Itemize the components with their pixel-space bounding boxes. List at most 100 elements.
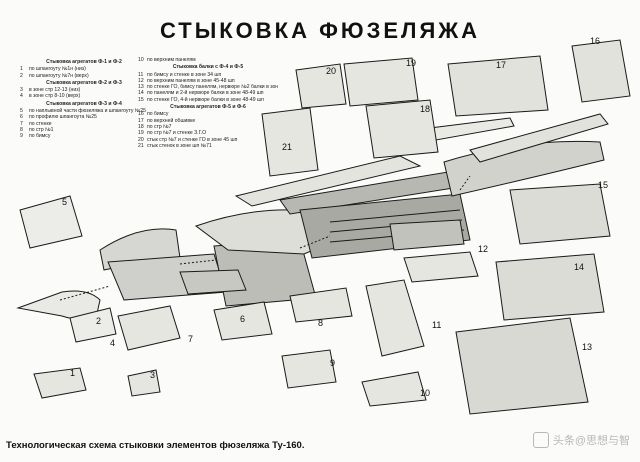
- callout-number: 8: [318, 318, 323, 328]
- legend-item-text: по верхней обшивке: [147, 117, 196, 124]
- assembly-detail-5: [19, 195, 83, 249]
- legend-item-text: по наплывной части фюзеляжа и шпангоуту …: [29, 108, 146, 115]
- legend-item-text: в зоне стр 12-13 (низ): [29, 87, 81, 94]
- legend-item-text: в зоне стр 8-10 (верх): [29, 93, 81, 100]
- callout-number: 6: [240, 314, 245, 324]
- assembly-detail-10: [361, 371, 427, 407]
- assembly-detail-17: [447, 55, 549, 117]
- assembly-detail-14: [495, 253, 605, 321]
- callout-number: 16: [590, 36, 600, 46]
- legend-item-number: 14: [138, 90, 144, 97]
- legend-item-text: по профилю шпангоута №25: [29, 114, 97, 121]
- legend-item-text: по стр №1: [29, 126, 54, 133]
- legend-item-text: по бимсу: [147, 111, 169, 118]
- legend-item-number: 16: [138, 111, 144, 118]
- assembly-detail-16: [571, 39, 631, 103]
- callout-number: 2: [96, 316, 101, 326]
- legend-left: Стыковка агрегатов Ф-1 и Ф-2 1 по шпангоут…: [20, 58, 148, 140]
- legend-item-number: 10: [138, 57, 144, 63]
- legend-item-number: 4: [20, 93, 23, 100]
- legend-item-text: по стр №7 и стенке З.Г.О: [147, 130, 207, 137]
- legend-item-number: 17: [138, 117, 144, 124]
- watermark: 头条@思想与智: [532, 432, 630, 448]
- assembly-detail-7: [117, 305, 181, 351]
- legend-item: 4 в зоне стр 8-10 (верх): [20, 93, 148, 99]
- legend-item: 7 по стенке: [20, 121, 148, 127]
- legend-item-text: по бимсу и стенке в зоне 34 шп: [147, 71, 222, 78]
- legend-item-number: 18: [138, 123, 144, 130]
- tail-fin-root: [469, 113, 609, 163]
- legend-item-number: 7: [20, 120, 23, 127]
- callout-number: 11: [432, 320, 441, 330]
- assembly-detail-19: [343, 57, 419, 107]
- assembly-detail-6: [213, 301, 273, 341]
- assembly-detail-21: [261, 107, 319, 177]
- assembly-detail-12: [403, 251, 479, 283]
- callout-number: 19: [406, 58, 416, 68]
- nacelle-pod: [389, 219, 465, 251]
- callout-number: 7: [188, 334, 193, 344]
- legend-group-heading: Стыковка агрегатов Ф-1 и Ф-2: [46, 59, 122, 65]
- watermark-text: 头条@思想与智: [552, 435, 630, 447]
- upper-beam: [234, 155, 422, 207]
- legend-item-number: 1: [20, 66, 23, 73]
- lower-wing-panel: [179, 269, 247, 295]
- legend-item-text: по шпангоуту №1н (низ): [29, 66, 86, 73]
- leader-lines: [59, 175, 471, 301]
- callout-number: 15: [598, 180, 608, 190]
- legend-item-text: по верхним панелям: [147, 57, 196, 63]
- legend-group-heading: Стыковка балки с Ф-4 и Ф-5: [172, 64, 244, 71]
- callout-number: 10: [420, 388, 430, 398]
- legend-item: 1 по шпангоуту №1н (низ): [20, 66, 148, 72]
- legend-group-heading: Стыковка агрегатов Ф-5 и Ф-6: [170, 104, 246, 111]
- legend-item-number: 19: [138, 130, 144, 137]
- legend-group-heading: Стыковка агрегатов Ф-3 и Ф-4: [46, 100, 122, 107]
- legend-item-number: 8: [20, 126, 23, 133]
- assembly-detail-18: [365, 99, 439, 159]
- callout-number: 3: [150, 370, 155, 380]
- legend-item-text: по панелям и 2-й нервюре балки в зоне 48…: [147, 90, 264, 97]
- figure-caption: Технологическая схема стыковки элементов…: [6, 440, 305, 451]
- legend-item-text: по стр №7: [147, 123, 172, 130]
- legend-item-number: 9: [20, 133, 23, 140]
- callout-number: 17: [496, 60, 506, 70]
- assembly-detail-20: [295, 63, 347, 109]
- legend-item-text: стык стр №7 и стенке ГО в зоне 45 шп: [147, 136, 238, 143]
- callout-number: 20: [326, 66, 336, 76]
- legend-item-number: 21: [138, 142, 144, 149]
- callout-number: 18: [420, 104, 430, 114]
- legend-item-number: 11: [138, 71, 144, 78]
- legend-item-number: 12: [138, 77, 144, 84]
- page-title: СТЫКОВКА ФЮЗЕЛЯЖА: [159, 18, 481, 43]
- assembly-detail-11: [365, 279, 425, 357]
- callout-number: 21: [282, 142, 292, 152]
- legend-item-text: по стенке ГО, бимсу панелям, нервюре №2 …: [147, 84, 278, 91]
- legend-item-text: по стенке: [29, 120, 52, 127]
- legend-item-number: 15: [138, 96, 144, 103]
- assembly-detail-1: [33, 367, 87, 399]
- assembly-detail-15: [509, 183, 611, 245]
- legend-item-number: 6: [20, 114, 23, 121]
- legend-item-text: стык стенок в зоне шп №71: [147, 142, 212, 149]
- callout-number: 14: [574, 262, 584, 272]
- callout-number: 12: [478, 244, 488, 254]
- legend-item-number: 20: [138, 136, 144, 143]
- assembly-detail-13: [455, 317, 589, 415]
- legend-item-text: по стенке ГО, 4-й нервюре балки в зоне 4…: [147, 96, 264, 103]
